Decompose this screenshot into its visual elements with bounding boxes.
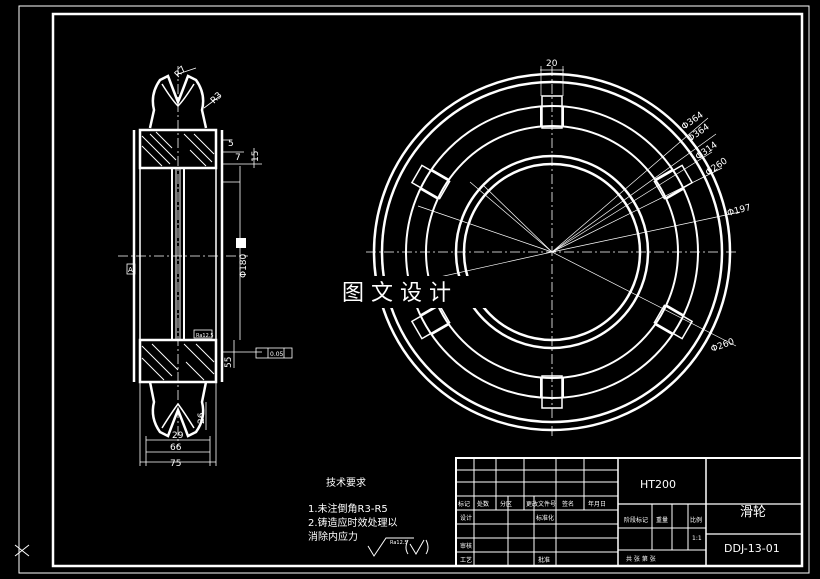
section-view	[118, 66, 293, 466]
dim-20: 20	[546, 59, 558, 69]
tb-standardize: 标准化	[536, 514, 554, 522]
roughness-value: Ra12.5	[390, 540, 408, 546]
tech-req-line3: 消除内应力	[308, 530, 358, 543]
tech-req-line2: 2.铸造应时效处理以	[308, 516, 398, 529]
tb-scale: 比例	[690, 516, 702, 524]
dim-phi180: Φ180	[239, 253, 249, 278]
tb-count: 处数	[477, 500, 489, 508]
tech-req-line1: 1.未注倒角R3-R5	[308, 502, 388, 515]
tb-sheets: 共 张 第 张	[626, 555, 656, 563]
tb-scale-value: 1:1	[692, 535, 702, 542]
outer-frame	[18, 5, 810, 574]
dim-r3: R3	[209, 91, 225, 107]
tech-req-title: 技术要求	[326, 476, 366, 489]
dim-29: 29	[172, 431, 184, 441]
tb-stage-mark: 阶段标记	[624, 516, 648, 524]
dim-phi260-a: Φ260	[704, 156, 730, 178]
dim-66: 66	[170, 443, 182, 453]
dim-phi260-b: Φ260	[710, 337, 736, 355]
inner-frame	[51, 12, 804, 568]
corner-cross-icon	[14, 544, 30, 557]
technical-requirements: 技术要求 1.未注倒角R3-R5 2.铸造应时效处理以 消除内应力 Ra12.5	[308, 476, 429, 557]
tb-mark: 标记	[458, 500, 470, 508]
dim-7: 7	[235, 153, 241, 163]
dim-75: 75	[170, 459, 181, 469]
drawing-number: DDJ-13-01	[724, 542, 780, 555]
dim-phi314: Φ314	[694, 140, 720, 162]
dimension-marker	[236, 238, 246, 248]
watermark-background	[336, 276, 498, 308]
tb-design: 设计	[460, 514, 472, 522]
tb-weight: 重量	[656, 516, 668, 524]
front-view	[366, 66, 741, 438]
watermark-text: 图 文 设 计	[342, 281, 451, 306]
tb-approve: 批准	[538, 556, 550, 564]
tb-zone: 分区	[500, 500, 512, 508]
tb-date: 年月日	[588, 500, 606, 508]
dim-5: 5	[228, 139, 234, 149]
dim-15: 15	[251, 151, 261, 162]
surface-roughness-icon	[367, 537, 429, 557]
datum-label: A	[128, 266, 133, 274]
tolerance-value: 0.05	[270, 351, 284, 358]
dim-55: 55	[224, 357, 234, 368]
title-block	[455, 457, 803, 567]
tb-sign: 签名	[562, 500, 574, 508]
surface-finish-small: Ra12.5	[196, 333, 214, 339]
material-label: HT200	[640, 478, 676, 491]
tb-process: 工艺	[460, 556, 472, 564]
tb-docno: 更改文件号	[526, 500, 556, 508]
tb-review: 审核	[460, 542, 472, 550]
dim-phi197: Φ197	[726, 203, 752, 219]
dim-26: 26	[197, 412, 207, 424]
part-name: 滑轮	[740, 505, 766, 520]
